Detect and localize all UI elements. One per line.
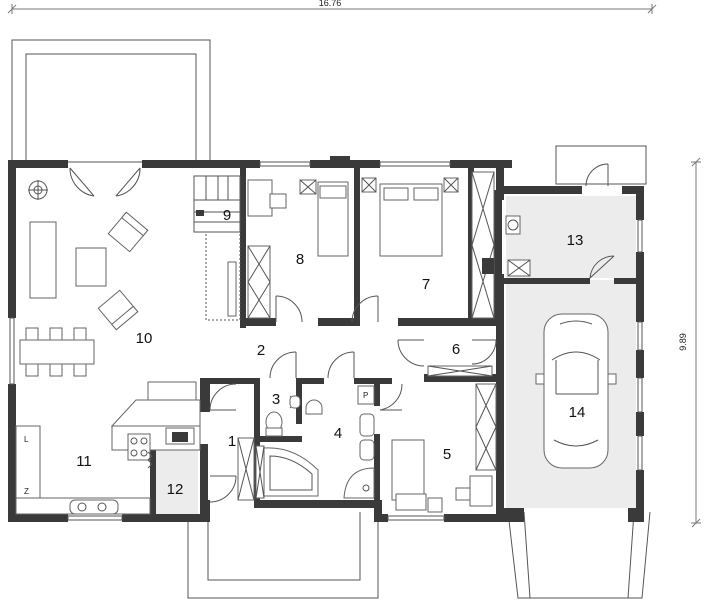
room-label-1: 1 <box>228 433 236 450</box>
room-5-furniture <box>391 383 497 513</box>
garage-side-entry <box>555 145 647 185</box>
terrace-rear <box>11 39 211 163</box>
bath-mark-p: P <box>363 391 368 400</box>
stairs <box>193 175 241 321</box>
bathroom-furniture: P <box>255 385 375 499</box>
room-label-2: 2 <box>257 342 265 359</box>
dimension-width: 16.76 <box>7 0 657 14</box>
kitchen-mark-l: L <box>24 435 29 444</box>
room-label-4: 4 <box>334 425 342 442</box>
room-label-13: 13 <box>567 232 584 249</box>
windows <box>9 161 643 521</box>
room-1-furniture <box>237 437 255 501</box>
garage-driveway <box>507 511 651 599</box>
bedroom-7-furniture <box>361 171 495 319</box>
width-label: 16.76 <box>319 0 342 8</box>
room-label-7: 7 <box>422 276 430 293</box>
room-label-6: 6 <box>452 341 460 358</box>
plant-icon <box>28 180 48 200</box>
room-label-3: 3 <box>272 391 280 408</box>
dimension-height: 9.89 <box>678 157 701 528</box>
room-label-8: 8 <box>296 251 304 268</box>
walls <box>8 156 644 522</box>
room-label-11: 11 <box>76 453 92 470</box>
room-label-12: 12 <box>167 481 184 498</box>
doors <box>69 163 615 503</box>
room-label-14: 14 <box>569 404 586 421</box>
porch-entrance <box>187 512 379 599</box>
room-labels: 1 2 3 4 5 6 7 8 9 10 11 12 13 14 <box>76 207 585 498</box>
pantry-floor <box>156 448 198 516</box>
living-furniture <box>19 180 149 377</box>
car-icon <box>535 313 617 469</box>
sink-icon <box>69 499 119 515</box>
room-6-furniture <box>427 365 493 377</box>
bedroom-8-furniture <box>247 179 349 319</box>
wc-furniture <box>265 395 301 437</box>
coffee-table <box>75 247 107 287</box>
boiler-furniture <box>505 215 531 277</box>
room-label-5: 5 <box>443 446 451 463</box>
dining-table <box>19 339 95 365</box>
kitchen-mark-z: Z <box>24 487 29 496</box>
room-label-9: 9 <box>223 207 231 224</box>
stove-icon <box>127 433 151 461</box>
room-label-10: 10 <box>136 330 153 347</box>
armchair-top <box>107 211 149 253</box>
sofa <box>29 221 57 299</box>
kitchen-furniture: L Z <box>15 381 201 515</box>
height-label: 9.89 <box>678 333 688 351</box>
armchair-bottom <box>97 289 139 331</box>
